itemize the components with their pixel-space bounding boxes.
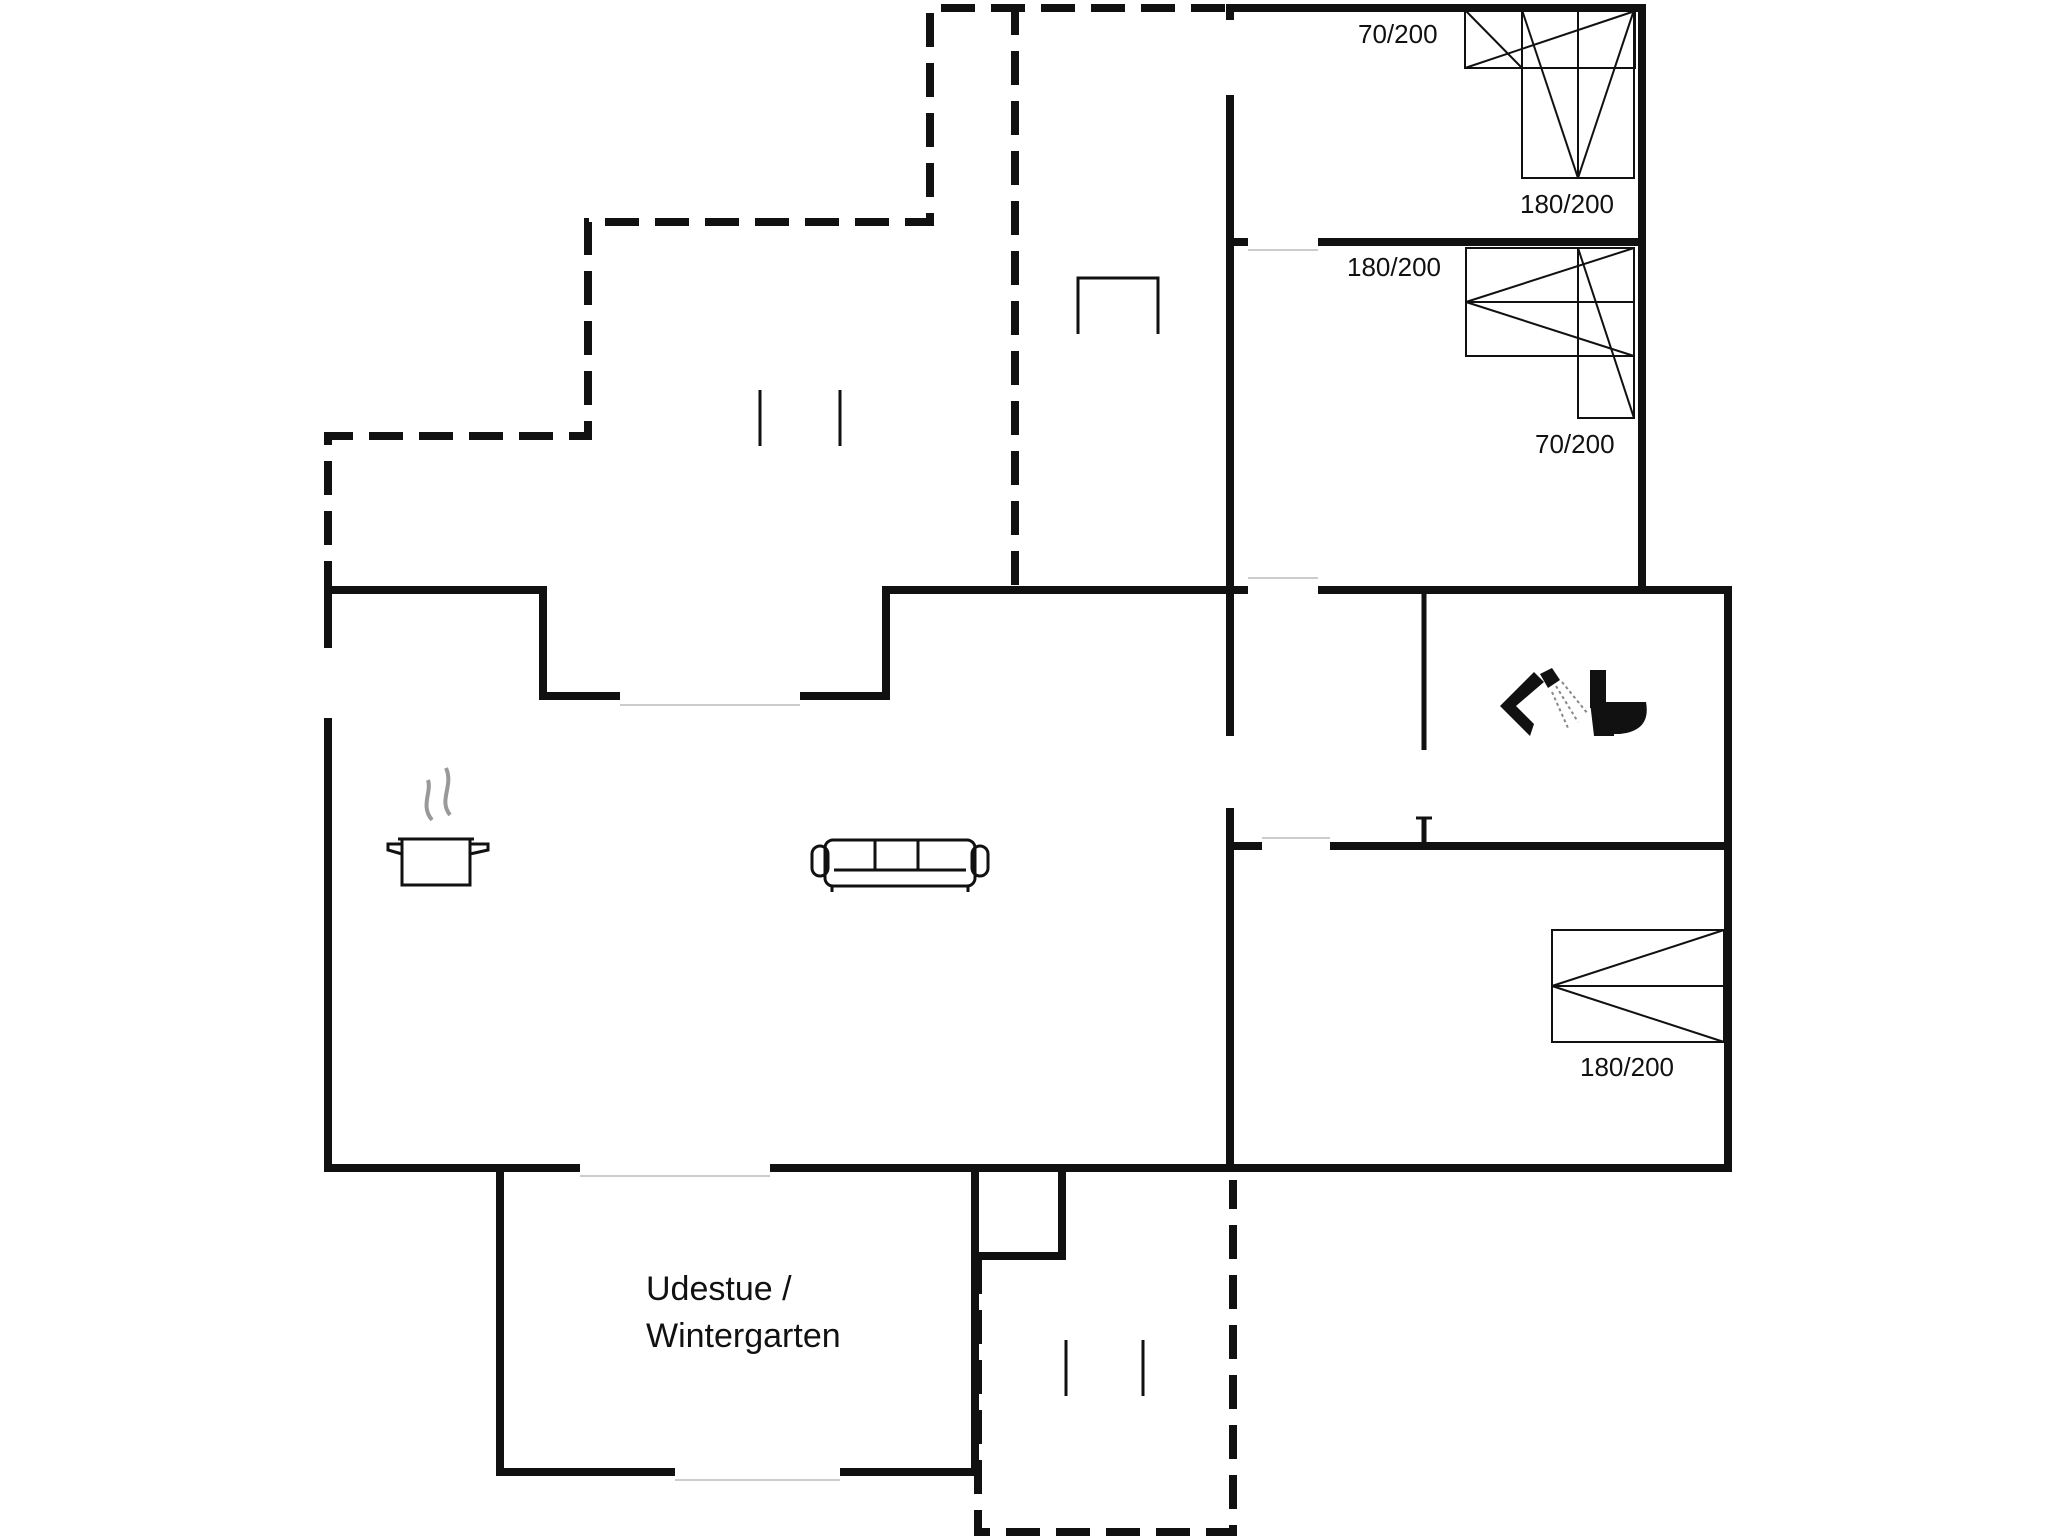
shower-icon xyxy=(1500,668,1589,736)
bed-size-label: 180/200 xyxy=(1347,252,1441,282)
bed-size-label: 70/200 xyxy=(1358,19,1438,49)
bed-size-label: 180/200 xyxy=(1520,189,1614,219)
walls xyxy=(324,4,1732,1476)
openings xyxy=(321,20,1432,1481)
terrace-marks xyxy=(758,276,1160,1396)
bed-bottom-double xyxy=(1551,929,1725,1043)
terrace-bottom-outline xyxy=(974,1180,1237,1536)
cooking-pot-icon xyxy=(386,767,490,887)
main-north-wall xyxy=(324,586,1646,700)
bed-top-double xyxy=(1521,9,1635,179)
sunroom-label: Udestue / Wintergarten xyxy=(646,1270,841,1355)
bed-middle-single xyxy=(1577,247,1635,419)
utility-box xyxy=(971,1164,1066,1260)
outdoor-fixture xyxy=(1076,276,1160,334)
bed-size-label: 70/200 xyxy=(1535,429,1615,459)
bed-labels: 70/200 180/200 180/200 70/200 180/200 xyxy=(1347,19,1674,1082)
sofa-icon xyxy=(810,838,990,892)
room-label-line1: Udestue / xyxy=(646,1270,792,1308)
room-label-line2: Wintergarten xyxy=(646,1317,841,1355)
toilet-icon xyxy=(1590,670,1647,736)
bedroom-wing-east-wall xyxy=(1638,4,1732,594)
terrace-top-left-outline xyxy=(324,4,1230,595)
beds xyxy=(1464,9,1725,1043)
bed-size-label: 180/200 xyxy=(1580,1052,1674,1082)
bed-top-single xyxy=(1464,9,1636,69)
terrace-outlines xyxy=(324,4,1237,1536)
